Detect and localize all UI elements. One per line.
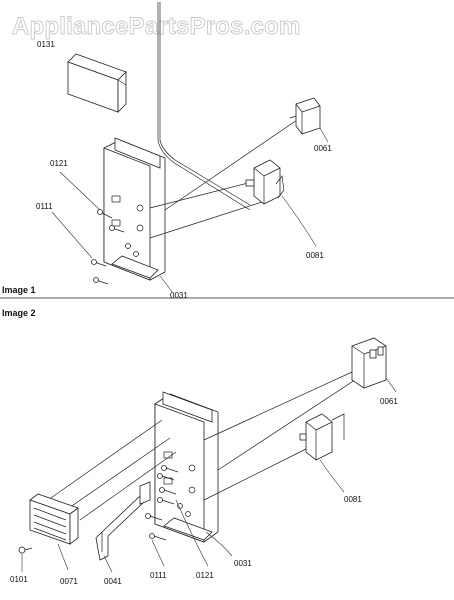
label-0061-2: 0061 — [380, 397, 398, 406]
part-0131-cover — [67, 53, 127, 113]
capillary-tube — [159, 2, 251, 206]
part-0061-switch-2 — [351, 337, 387, 389]
watermark-text: AppliancePartsPros.com — [12, 13, 301, 40]
label-0061: 0061 — [314, 144, 332, 153]
image2-diagram: Image 2 — [2, 308, 398, 586]
part-0031-bracket-2 — [154, 391, 219, 543]
label-0031-2: 0031 — [234, 559, 252, 568]
part-0061-switch — [289, 97, 321, 135]
label-0111: 0111 — [36, 202, 53, 211]
label-0081-2: 0081 — [344, 495, 362, 504]
label-0071: 0071 — [60, 577, 78, 586]
label-0131: 0131 — [37, 40, 55, 49]
label-0031: 0031 — [170, 291, 188, 300]
label-0081: 0081 — [306, 251, 324, 260]
screw-0121-2 — [157, 465, 179, 505]
image2-title: Image 2 — [2, 308, 36, 318]
screw-0121 — [97, 209, 125, 233]
label-0121: 0121 — [50, 159, 68, 168]
part-0081-thermostat-2 — [299, 413, 345, 461]
part-0071-grille — [29, 493, 79, 545]
image1-title: Image 1 — [2, 285, 36, 295]
label-0041: 0041 — [104, 577, 122, 586]
part-0031-bracket — [103, 137, 166, 281]
part-0041-strap — [95, 481, 151, 561]
screw-0101 — [18, 546, 33, 554]
part-0081-thermostat — [245, 159, 285, 205]
label-0101: 0101 — [10, 575, 28, 584]
screw-0111 — [91, 259, 109, 285]
image1-diagram: 0131 0121 0111 0061 0081 0031 Image 1 — [2, 2, 332, 300]
label-0121-2: 0121 — [196, 571, 214, 580]
label-0111-2: 0111 — [150, 571, 167, 580]
screw-0111-2 — [145, 513, 167, 541]
